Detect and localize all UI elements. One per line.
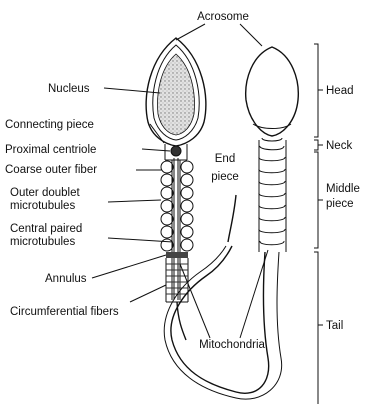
whole-head — [246, 47, 299, 136]
whole-tail — [171, 246, 269, 393]
label-acrosome: Acrosome — [197, 11, 249, 23]
label-middle-piece-1: Middle — [326, 183, 360, 195]
label-neck: Neck — [326, 140, 352, 152]
label-middle-piece-2: piece — [326, 198, 354, 210]
label-central-paired-1: Central paired — [10, 223, 82, 235]
right-labels: Head Neck Middle piece Tail — [326, 85, 360, 332]
label-outer-doublet-2: microtubules — [10, 200, 75, 212]
label-tail: Tail — [326, 320, 343, 332]
label-head: Head — [326, 85, 354, 97]
sectioned-tail — [177, 302, 186, 340]
label-outer-doublet-1: Outer doublet — [10, 187, 80, 199]
sectioned-sperm — [146, 38, 236, 340]
label-circumferential-fibers: Circumferential fibers — [10, 306, 119, 318]
end-piece-shape — [228, 195, 236, 242]
nucleus-shape — [158, 54, 195, 135]
label-proximal-centriole: Proximal centriole — [5, 144, 96, 156]
label-end-piece-2: piece — [211, 171, 239, 183]
right-brackets — [314, 44, 323, 404]
label-central-paired-2: microtubules — [10, 236, 75, 248]
label-connecting-piece: Connecting piece — [5, 119, 94, 131]
label-annulus: Annulus — [45, 273, 87, 285]
whole-middle-piece — [259, 138, 286, 252]
circumferential-fibers-shape — [166, 264, 188, 294]
mitochondria-column-right — [181, 161, 193, 251]
mitochondria-column-left — [161, 161, 173, 251]
annulus-shape — [166, 252, 188, 258]
label-end-piece-1: End — [215, 153, 235, 165]
proximal-centriole-shape — [171, 146, 181, 156]
label-mitochondria: Mitochondria — [199, 339, 265, 351]
label-coarse-outer-fiber: Coarse outer fiber — [5, 164, 97, 176]
label-nucleus: Nucleus — [48, 83, 90, 95]
